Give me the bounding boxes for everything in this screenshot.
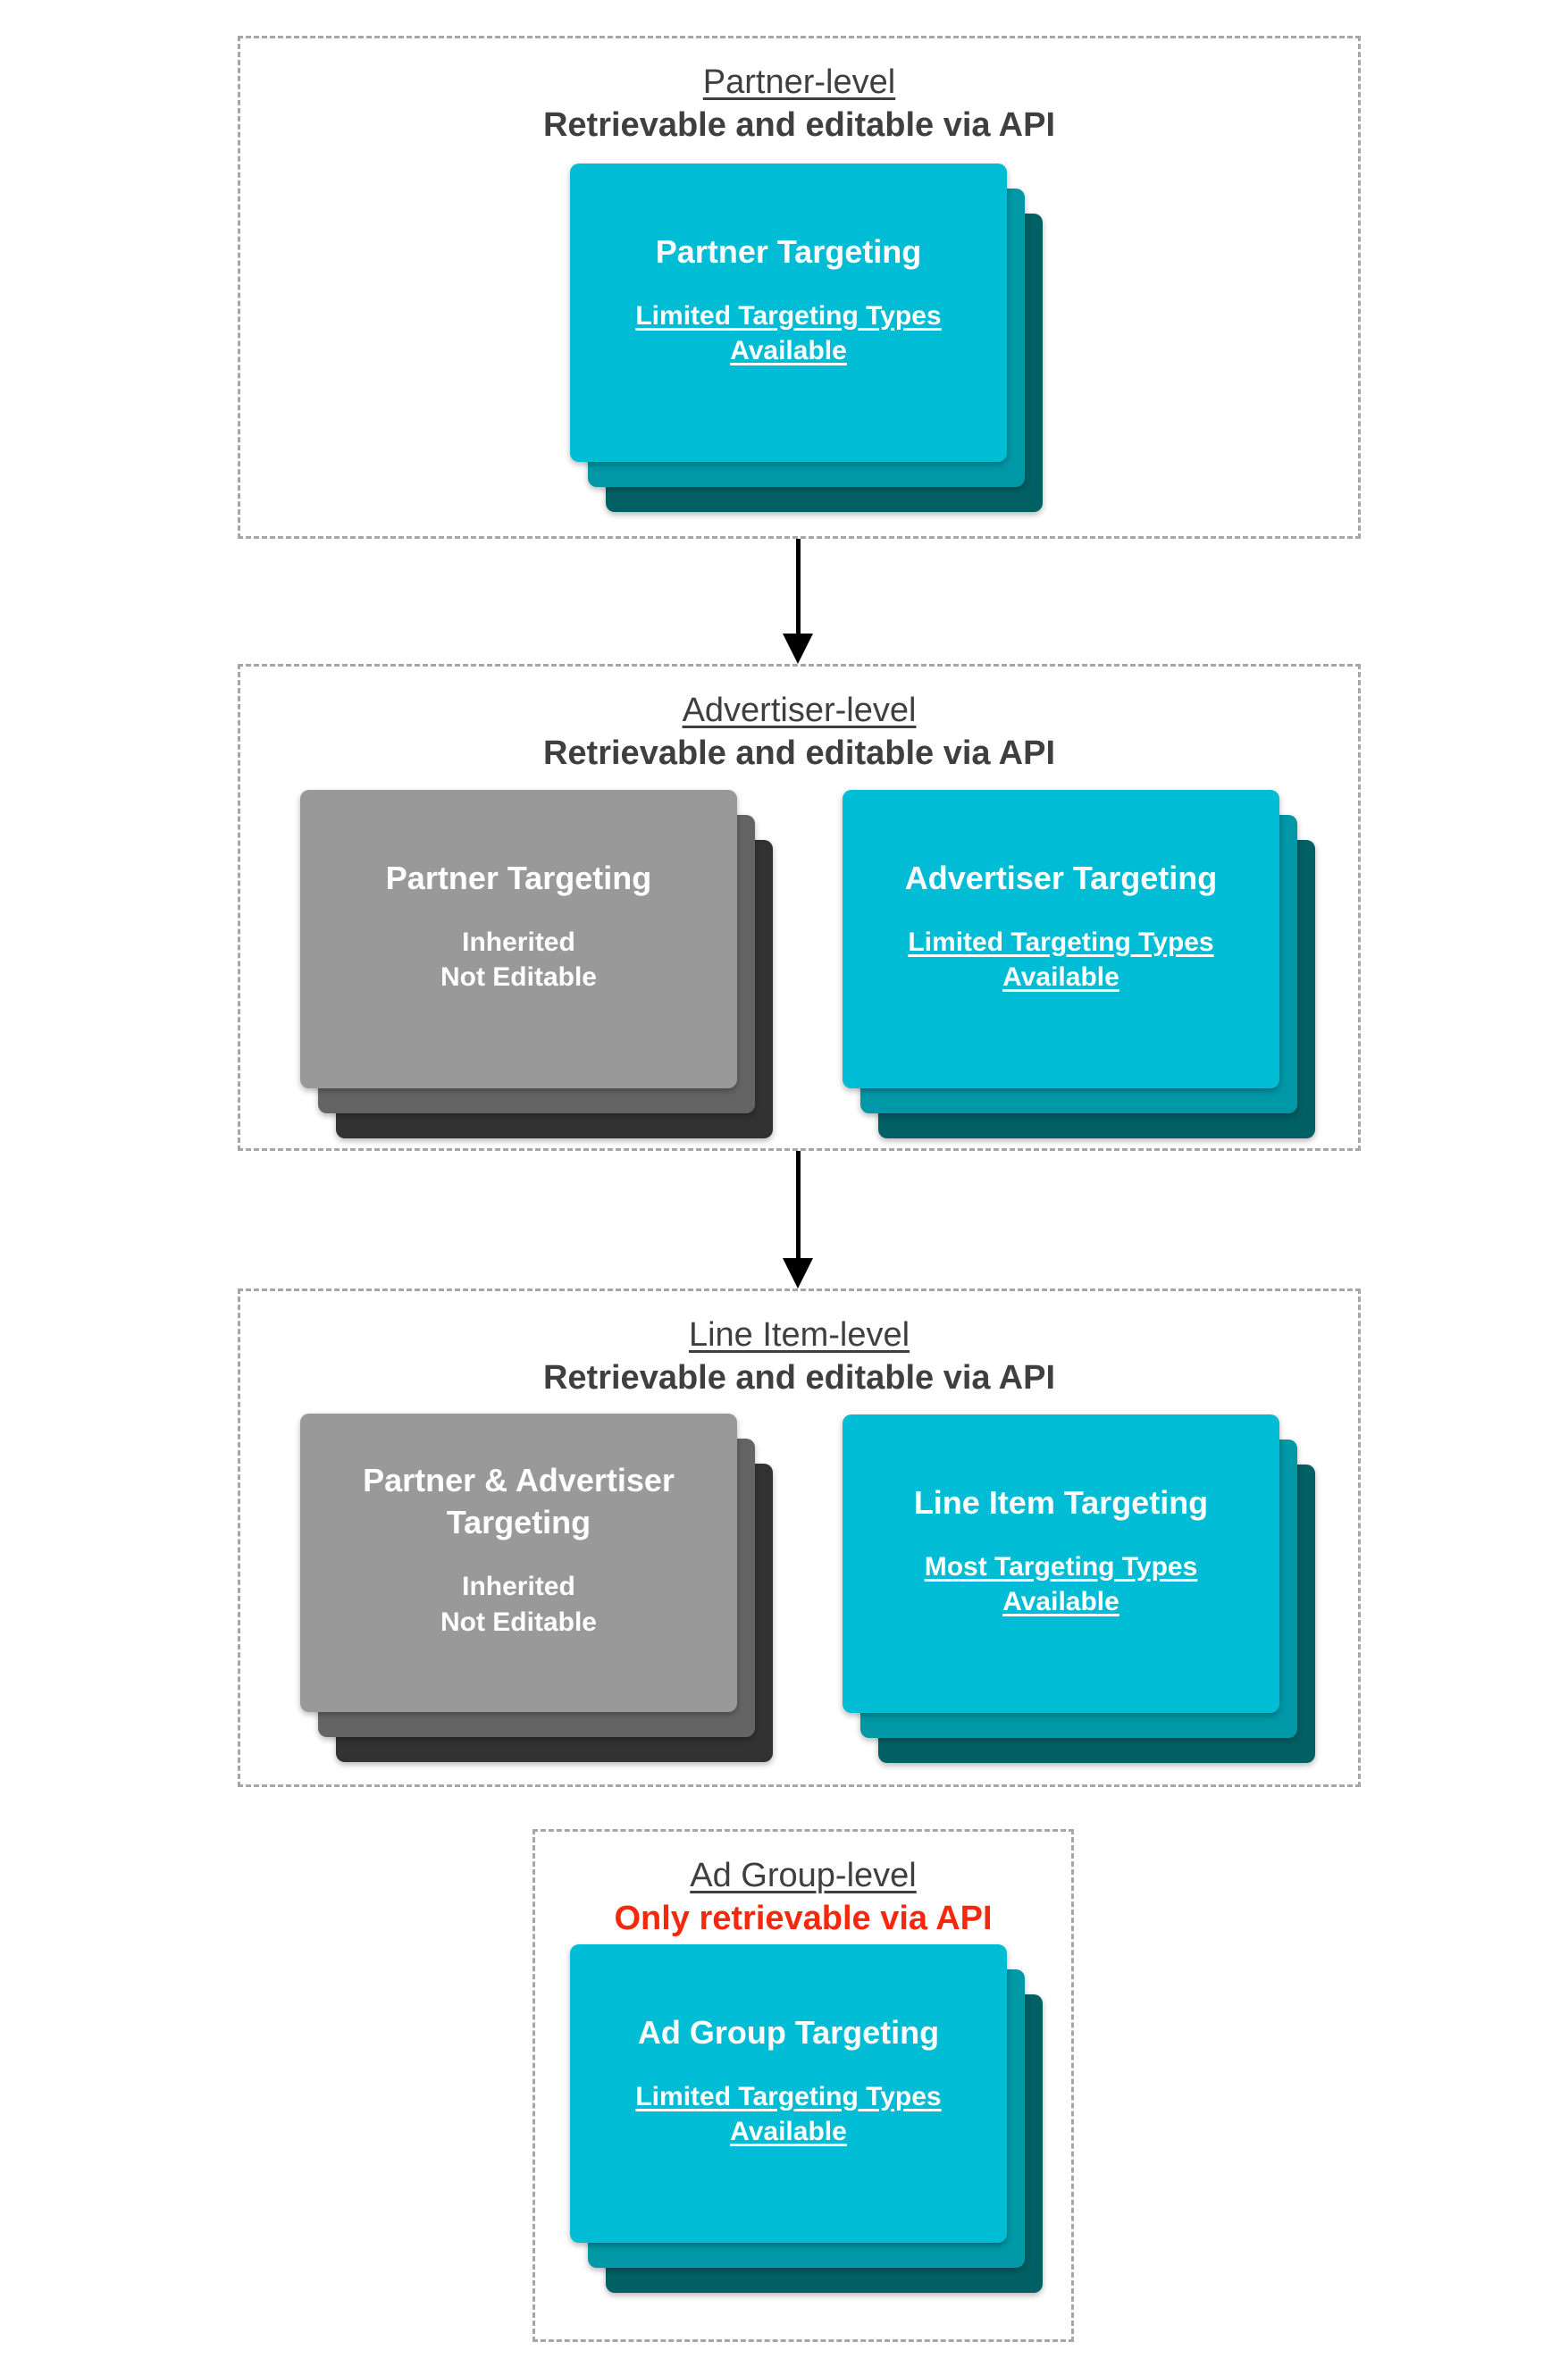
card-title-line: Line Item Targeting: [913, 1483, 1209, 1521]
card-subtitle-line: Inherited: [462, 1571, 575, 1601]
card-subtitle-line: Available: [1002, 962, 1119, 993]
section-subtitle: Retrievable and editable via API: [542, 1358, 1056, 1397]
arrow-head: [783, 1258, 813, 1288]
card-content: Ad Group Targeting Limited Targeting Typ…: [570, 1944, 1007, 2243]
section-subtitle: Retrievable and editable via API: [542, 734, 1056, 772]
card-content: Line Item Targeting Most Targeting Types…: [843, 1414, 1279, 1713]
card-layer-front: Partner Targeting Limited Targeting Type…: [570, 164, 1007, 462]
card-title-line: Advertiser Targeting: [904, 859, 1218, 896]
section-title: Line Item-level: [688, 1316, 910, 1354]
card-title-line: Partner Targeting: [655, 232, 922, 270]
card-content: Partner Targeting Inherited Not Editable: [300, 790, 737, 1088]
card-title: Advertiser Targeting: [905, 858, 1217, 900]
section-advertiser-level: Advertiser-level Retrievable and editabl…: [238, 664, 1361, 1151]
card-subtitle: Inherited Not Editable: [440, 925, 597, 996]
card-layer-front: Line Item Targeting Most Targeting Types…: [843, 1414, 1279, 1713]
inherited-partner-targeting-card-stack: Partner Targeting Inherited Not Editable: [300, 790, 773, 1138]
card-content: Advertiser Targeting Limited Targeting T…: [843, 790, 1279, 1088]
card-content: Partner & Advertiser Targeting Inherited…: [300, 1414, 737, 1712]
card-subtitle: Inherited Not Editable: [440, 1569, 597, 1641]
section-subtitle: Only retrievable via API: [614, 1899, 993, 1937]
card-layer-front: Partner Targeting Inherited Not Editable: [300, 790, 737, 1088]
down-arrow-icon: [783, 1151, 813, 1288]
card-subtitle-line: Limited Targeting Types: [635, 300, 942, 331]
down-arrow-icon: [783, 539, 813, 664]
card-subtitle: Limited Targeting Types Available: [635, 298, 941, 370]
card-layer-front: Partner & Advertiser Targeting Inherited…: [300, 1414, 737, 1712]
card-subtitle-line: Limited Targeting Types: [635, 2081, 942, 2111]
card-subtitle: Limited Targeting Types Available: [908, 925, 1213, 996]
arrow-head: [783, 634, 813, 664]
section-title: Partner-level: [702, 63, 896, 101]
section-title: Advertiser-level: [682, 692, 917, 729]
section-line-item-level: Line Item-level Retrievable and editable…: [238, 1288, 1361, 1787]
card-layer-front: Ad Group Targeting Limited Targeting Typ…: [570, 1944, 1007, 2243]
partner-targeting-card-stack: Partner Targeting Limited Targeting Type…: [570, 164, 1043, 512]
card-subtitle: Limited Targeting Types Available: [635, 2079, 941, 2151]
card-subtitle-line: Available: [730, 2117, 847, 2147]
card-subtitle-line: Most Targeting Types: [924, 1551, 1198, 1582]
card-subtitle-line: Not Editable: [440, 962, 597, 993]
card-title-line: Partner Targeting: [385, 859, 652, 896]
arrow-shaft: [795, 1151, 801, 1258]
card-title: Partner Targeting: [656, 231, 921, 273]
card-layer-front: Advertiser Targeting Limited Targeting T…: [843, 790, 1279, 1088]
card-title-line: Ad Group Targeting: [637, 2013, 940, 2051]
card-title-line: Partner & Advertiser: [363, 1462, 675, 1499]
card-subtitle-line: Inherited: [462, 927, 575, 957]
advertiser-targeting-card-stack: Advertiser Targeting Limited Targeting T…: [843, 790, 1315, 1138]
card-title-line: Targeting: [446, 1504, 591, 1541]
card-title: Partner Targeting: [386, 858, 651, 900]
line-item-targeting-card-stack: Line Item Targeting Most Targeting Types…: [843, 1414, 1315, 1763]
card-subtitle-line: Available: [730, 336, 847, 366]
section-title: Ad Group-level: [690, 1857, 917, 1894]
card-subtitle-line: Available: [1002, 1587, 1119, 1617]
card-title: Partner & Advertiser Targeting: [363, 1460, 675, 1544]
arrow-shaft: [795, 539, 801, 634]
card-content: Partner Targeting Limited Targeting Type…: [570, 164, 1007, 462]
card-title: Line Item Targeting: [914, 1482, 1208, 1524]
card-subtitle: Most Targeting Types Available: [925, 1549, 1198, 1621]
inherited-partner-advertiser-targeting-card-stack: Partner & Advertiser Targeting Inherited…: [300, 1414, 773, 1762]
card-subtitle-line: Not Editable: [440, 1607, 597, 1637]
ad-group-targeting-card-stack: Ad Group Targeting Limited Targeting Typ…: [570, 1944, 1043, 2293]
section-ad-group-level: Ad Group-level Only retrievable via API …: [532, 1829, 1074, 2342]
card-title: Ad Group Targeting: [638, 2012, 939, 2054]
section-partner-level: Partner-level Retrievable and editable v…: [238, 36, 1361, 539]
section-subtitle: Retrievable and editable via API: [542, 105, 1056, 144]
card-subtitle-line: Limited Targeting Types: [908, 927, 1214, 957]
